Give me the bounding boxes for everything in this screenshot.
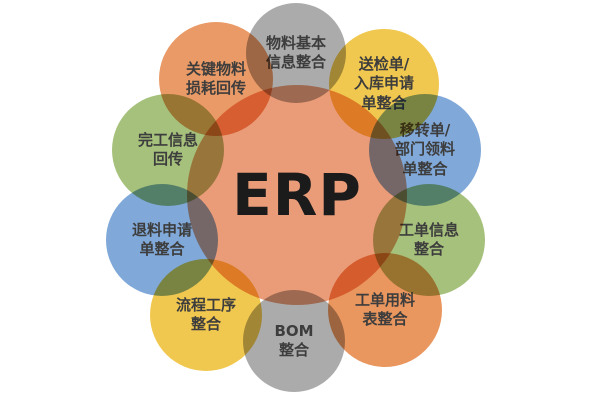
node-label-material-return-request: 退料申请单整合 [131, 220, 192, 259]
node-label-process-flow: 流程工序整合 [175, 295, 236, 334]
node-inspection-inbound-request: 送检单/入库申请单整合 [329, 29, 439, 139]
node-work-order-material-list: 工单用料表整合 [328, 253, 442, 367]
node-label-material-basic-info: 物料基本信息整合 [265, 33, 326, 72]
node-completion-info-feedback: 完工信息回传 [112, 94, 224, 206]
node-label-work-order-material-list: 工单用料表整合 [354, 290, 415, 329]
node-label-completion-info-feedback: 完工信息回传 [137, 130, 198, 169]
node-key-material-loss-feedback: 关键物料损耗回传 [159, 22, 273, 136]
node-label-key-material-loss-feedback: 关键物料损耗回传 [185, 59, 246, 98]
node-label-bom-integration: BOM整合 [274, 321, 314, 360]
node-label-transfer-dept-requisition: 移转单/部门领料单整合 [394, 120, 455, 178]
erp-label: ERP [232, 161, 362, 229]
node-label-work-order-info: 工单信息整合 [398, 220, 459, 259]
node-transfer-dept-requisition: 移转单/部门领料单整合 [369, 94, 481, 206]
